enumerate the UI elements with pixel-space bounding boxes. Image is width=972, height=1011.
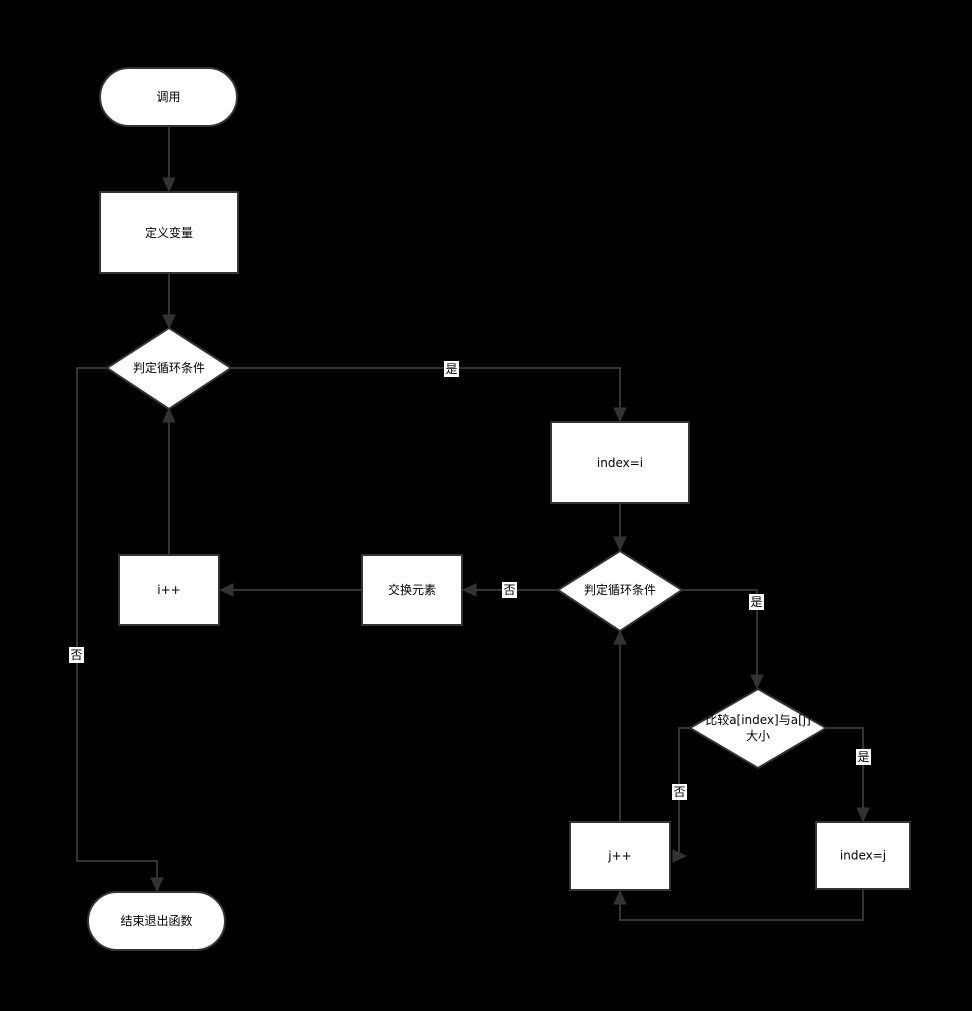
inner-loop-label: 判定循环条件 [584,582,656,597]
compare-label-line1: 比较a[index]与a[j] [705,712,811,727]
define-vars-label: 定义变量 [145,225,193,240]
edge-inner-yes [682,589,758,677]
arrow-head [162,407,176,423]
outer-yes-text: 是 [445,362,457,376]
end-label: 结束退出函数 [120,913,192,928]
arrow-head [613,536,627,552]
start-node: 调用 [99,67,238,127]
arrow-head [461,583,477,597]
edge-outer-yes [231,367,621,410]
i-increment-node: i++ [118,554,220,626]
compare-no-label: 否 [672,784,687,800]
define-vars-node: 定义变量 [99,191,239,274]
arrow-head [150,877,164,893]
swap-node: 交换元素 [361,554,463,626]
outer-no-label: 否 [69,647,84,663]
edge-outer-no [76,367,158,880]
inner-no-text: 否 [503,583,515,597]
compare-decision: 比较a[index]与a[j] 大小 [688,687,828,770]
update-index-label: index=j [840,849,886,863]
edge-compare-yes [826,727,864,810]
start-label: 调用 [156,90,180,104]
set-index-node: index=i [550,421,690,504]
edge-index-j-to-j-increment [619,890,864,921]
edge-compare-no [678,727,690,856]
compare-yes-label: 是 [856,749,871,765]
update-index-node: index=j [815,821,911,890]
edges [76,127,870,921]
set-index-label: index=i [597,456,643,470]
arrow-head [162,177,176,193]
arrow-head [613,407,627,423]
arrow-head [856,807,870,823]
swap-label: 交换元素 [388,582,436,597]
outer-yes-label: 是 [444,361,459,377]
compare-no-text: 否 [673,785,685,799]
arrow-head [613,889,627,905]
arrow-head [672,849,688,863]
compare-yes-text: 是 [857,750,869,764]
arrow-head [750,674,764,690]
end-node: 结束退出函数 [87,891,226,951]
j-increment-label: j++ [607,849,631,863]
inner-yes-label: 是 [749,594,764,610]
outer-no-text: 否 [70,648,82,662]
outer-loop-decision: 判定循环条件 [105,326,233,411]
j-increment-node: j++ [569,821,671,891]
inner-yes-text: 是 [750,595,762,609]
i-increment-label: i++ [157,583,180,597]
nodes: 调用 定义变量 判定循环条件 index=i 判定循环条件 比较a[index]… [87,67,911,951]
edge-labels: 是 否 是 否 是 否 [69,361,871,800]
inner-loop-decision: 判定循环条件 [556,549,684,633]
compare-label-line2: 大小 [746,729,770,743]
arrow-head [162,314,176,330]
inner-no-label: 否 [502,582,517,598]
arrow-head [613,629,627,645]
arrow-head [218,583,234,597]
outer-loop-label: 判定循环条件 [133,360,205,375]
